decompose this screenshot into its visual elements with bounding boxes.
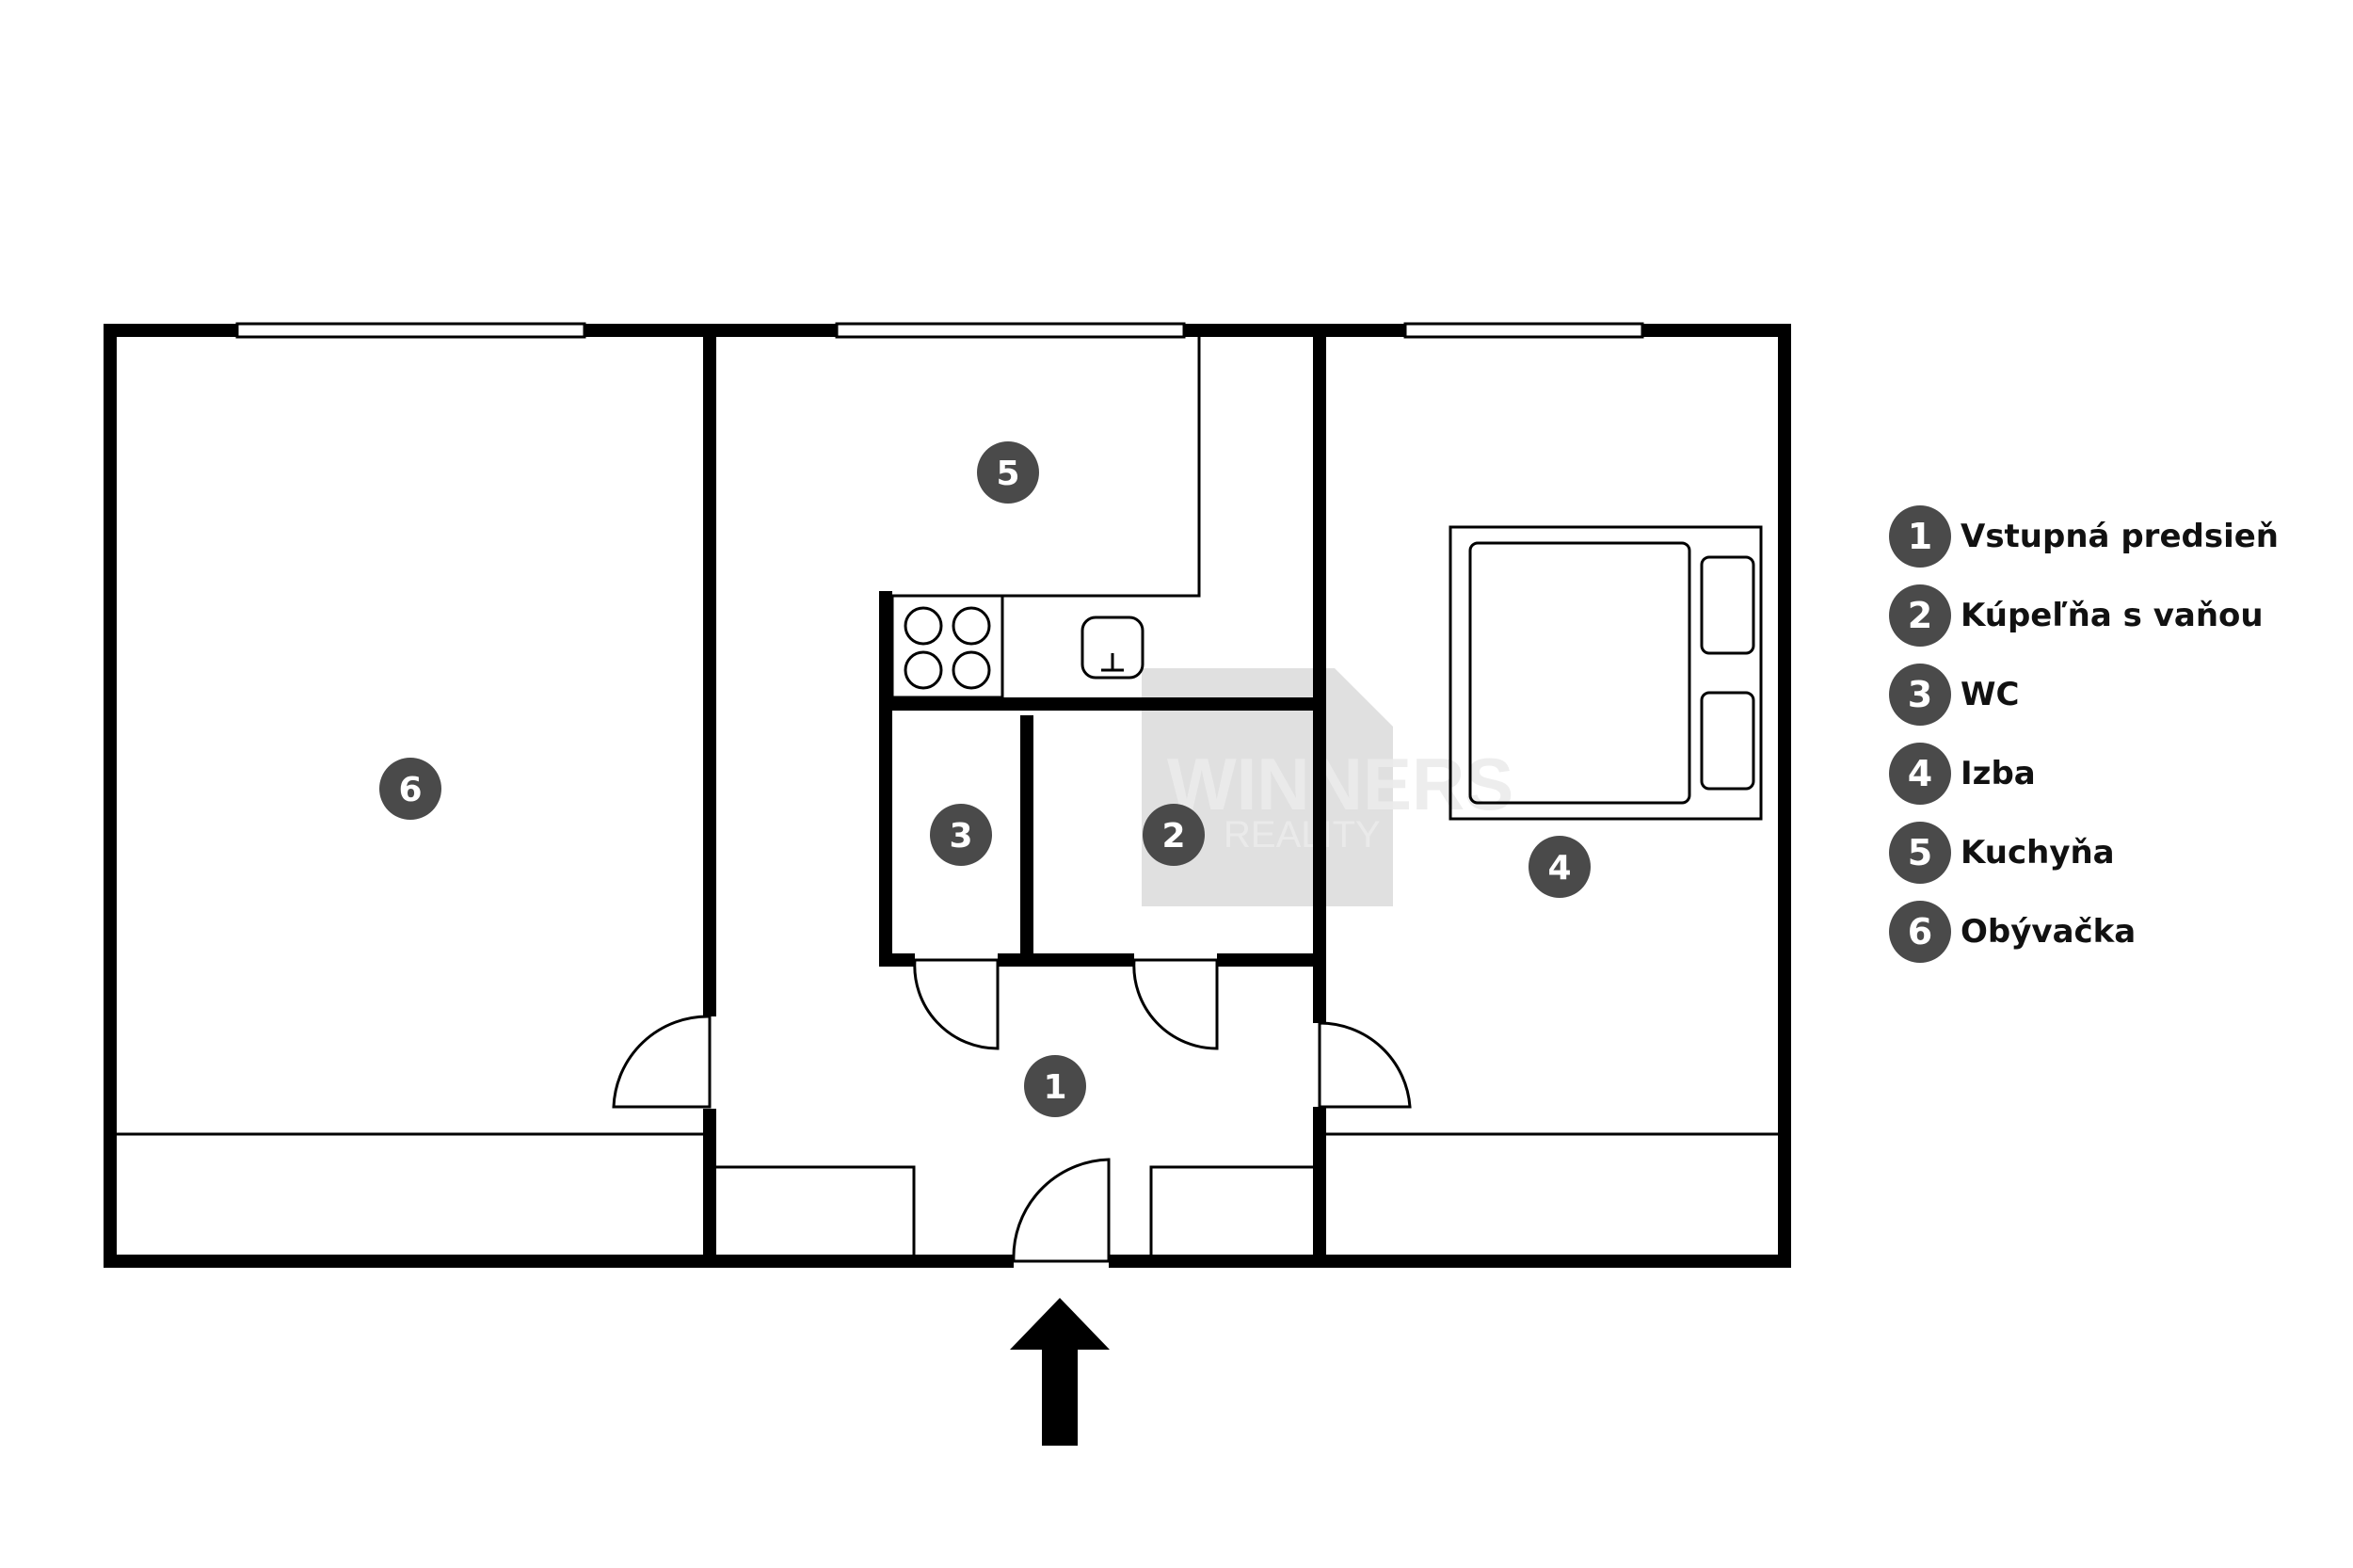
stove-icon — [904, 606, 991, 690]
windows — [235, 322, 1644, 339]
room-legend: 1 Vstupná predsieň 2 Kúpeľňa s vaňou 3 W… — [1889, 504, 2279, 979]
door-bathroom — [1132, 958, 1219, 1050]
legend-number: 2 — [1889, 584, 1951, 647]
door-bedroom — [1318, 1021, 1412, 1109]
legend-number: 6 — [1889, 901, 1951, 963]
room-badges: 5 6 3 2 4 1 — [379, 441, 1591, 1117]
door-entrance — [1012, 1158, 1111, 1263]
legend-label: WC — [1961, 676, 2020, 713]
legend-item-2: 2 Kúpeľňa s vaňou — [1889, 584, 2279, 648]
legend-item-3: 3 WC — [1889, 663, 2279, 727]
svg-text:3: 3 — [949, 817, 972, 856]
room-badge-3: 3 — [930, 804, 992, 866]
legend-label: Kuchyňa — [1961, 834, 2115, 872]
interior-walls — [703, 330, 1326, 1261]
built-in-wardrobes — [117, 1132, 1778, 1255]
watermark-line2: REALITY — [1224, 814, 1381, 856]
door-living-room — [612, 1015, 712, 1109]
legend-number: 1 — [1889, 505, 1951, 568]
room-badge-1: 1 — [1024, 1055, 1086, 1117]
room-badge-2: 2 — [1143, 804, 1205, 866]
door-swings — [612, 958, 1412, 1263]
svg-text:1: 1 — [1043, 1068, 1066, 1107]
svg-text:4: 4 — [1547, 849, 1571, 888]
watermark: WINNERS REALITY — [1142, 668, 1513, 906]
sink-icon — [1080, 616, 1144, 680]
legend-label: Kúpeľňa s vaňou — [1961, 597, 2264, 634]
legend-item-6: 6 Obývačka — [1889, 900, 2279, 964]
legend-number: 4 — [1889, 743, 1951, 805]
legend-item-4: 4 Izba — [1889, 742, 2279, 806]
svg-text:5: 5 — [996, 455, 1019, 493]
room-badge-4: 4 — [1529, 836, 1591, 898]
legend-label: Obývačka — [1961, 913, 2137, 951]
legend-item-1: 1 Vstupná predsieň — [1889, 504, 2279, 568]
entrance-arrow-icon — [1010, 1298, 1110, 1446]
svg-text:6: 6 — [398, 771, 422, 809]
legend-label: Vstupná predsieň — [1961, 518, 2279, 555]
svg-text:2: 2 — [1161, 817, 1185, 856]
legend-number: 3 — [1889, 664, 1951, 726]
watermark-line1: WINNERS — [1167, 743, 1513, 825]
legend-number: 5 — [1889, 822, 1951, 884]
kitchen-counter — [890, 330, 1201, 699]
bed-icon — [1449, 525, 1763, 821]
room-badge-5: 5 — [977, 441, 1039, 504]
door-wc — [913, 958, 1000, 1050]
legend-label: Izba — [1961, 755, 2036, 792]
room-badge-6: 6 — [379, 758, 441, 820]
outer-walls — [104, 324, 1791, 1268]
legend-item-5: 5 Kuchyňa — [1889, 821, 2279, 885]
